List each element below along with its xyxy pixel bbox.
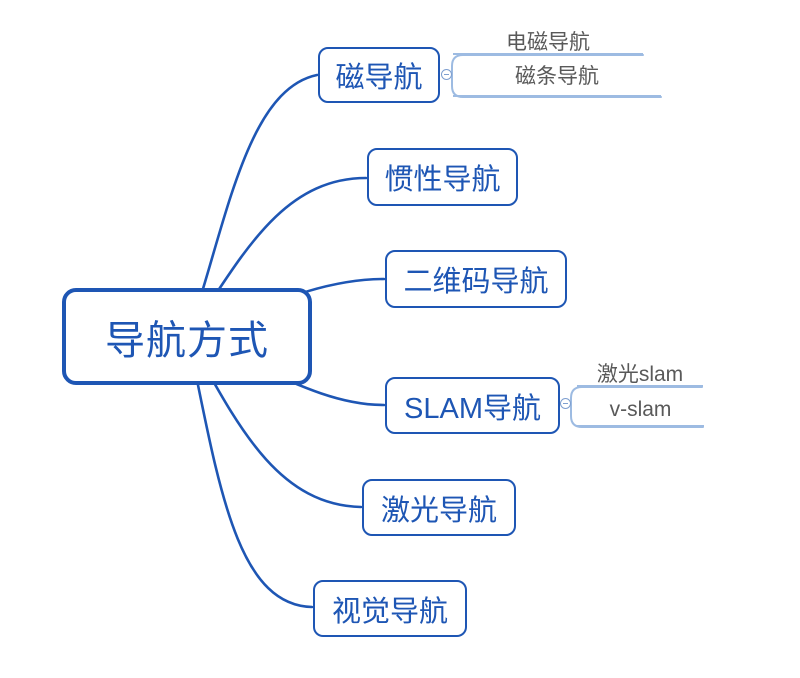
branch-visual-navigation[interactable]: 视觉导航 bbox=[313, 580, 467, 637]
subtopic-curve-electromagnetic bbox=[451, 54, 644, 76]
subtopic-curve-laser-slam bbox=[570, 386, 703, 405]
branch-magnetic-navigation[interactable]: 磁导航 bbox=[318, 47, 440, 103]
subtopic-v-slam[interactable]: v-slam bbox=[577, 398, 704, 427]
subtopic-laser-slam[interactable]: 激光slam bbox=[577, 361, 703, 387]
subtopic-magnetic-tape-navigation[interactable]: 磁条导航 bbox=[453, 60, 661, 97]
subtopic-electromagnetic-navigation[interactable]: 电磁导航 bbox=[453, 29, 643, 55]
branch-laser-navigation[interactable]: 激光导航 bbox=[362, 479, 516, 536]
branch-inertial-navigation[interactable]: 惯性导航 bbox=[367, 148, 518, 206]
branch-qr-code-navigation[interactable]: 二维码导航 bbox=[385, 250, 567, 308]
minus-icon bbox=[444, 73, 449, 76]
branch-curve-visual bbox=[186, 334, 314, 609]
collapse-toggle-magnetic[interactable] bbox=[441, 69, 452, 80]
collapse-toggle-slam[interactable] bbox=[560, 398, 571, 409]
subtopic-curve-v-slam bbox=[570, 403, 704, 428]
central-topic[interactable]: 导航方式 bbox=[62, 288, 312, 385]
branch-slam-navigation[interactable]: SLAM导航 bbox=[385, 377, 560, 434]
minus-icon bbox=[563, 402, 568, 405]
